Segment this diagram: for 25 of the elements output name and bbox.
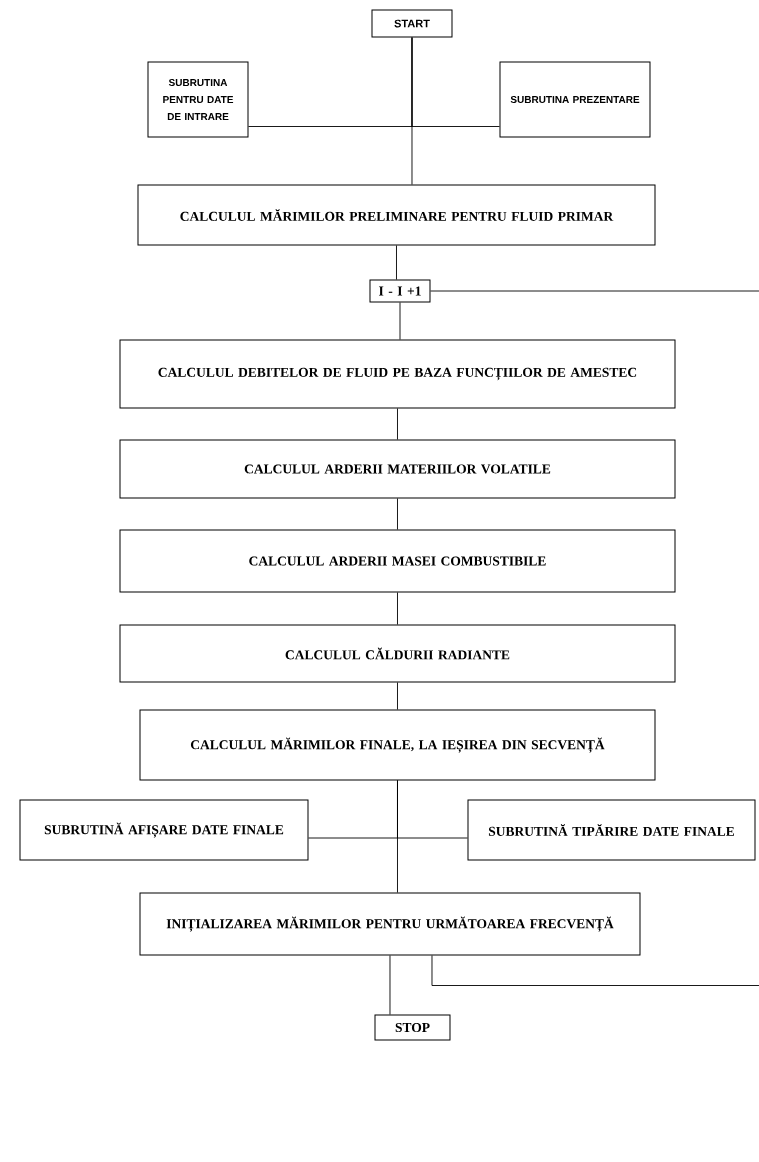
connector-line [399,302,401,340]
connector-line [389,955,391,1015]
connector-line [430,290,759,292]
process-box: CALCULUL ARDERII MASEI COMBUSTIBILE [119,529,676,593]
process-box: INIȚIALIZAREA MĂRIMILOR PENTRU URMĂTOAREA FRECVENȚĂ [139,892,641,956]
process-box: SUBRUTINĂ TIPĂRIRE DATE FINALE [467,799,756,861]
process-box: CALCULUL DEBITELOR DE FLUID PE BAZA FUNCȚIILOR DE AMESTEC [119,339,676,409]
connector-line [431,955,759,986]
process-box: CALCULUL CĂLDURII RADIANTE [119,624,676,683]
terminal-box: STOP [374,1014,451,1041]
connector-line [397,592,398,625]
connector-line [397,408,398,440]
process-box: CALCULUL MĂRIMILOR PRELIMINARE PENTRU FLUID PRIMAR [137,184,656,246]
process-box: SUBRUTINA PREZENTARE [499,61,651,138]
connector-line [396,245,397,280]
connector-line [397,498,398,530]
connector-line [397,780,398,893]
connector-line [397,682,398,710]
process-box: SUBRUTINA PENTRU DATE DE INTRARE [147,61,249,138]
process-box: CALCULUL MĂRIMILOR FINALE, LA IEȘIREA DIN SECVENȚĂ [139,709,656,781]
terminal-box: START [371,9,453,38]
terminal-box: I - I +1 [369,279,431,303]
process-box: SUBRUTINĂ AFIȘARE DATE FINALE [19,799,309,861]
process-box: CALCULUL ARDERII MATERIILOR VOLATILE [119,439,676,499]
connector-line [411,37,413,185]
